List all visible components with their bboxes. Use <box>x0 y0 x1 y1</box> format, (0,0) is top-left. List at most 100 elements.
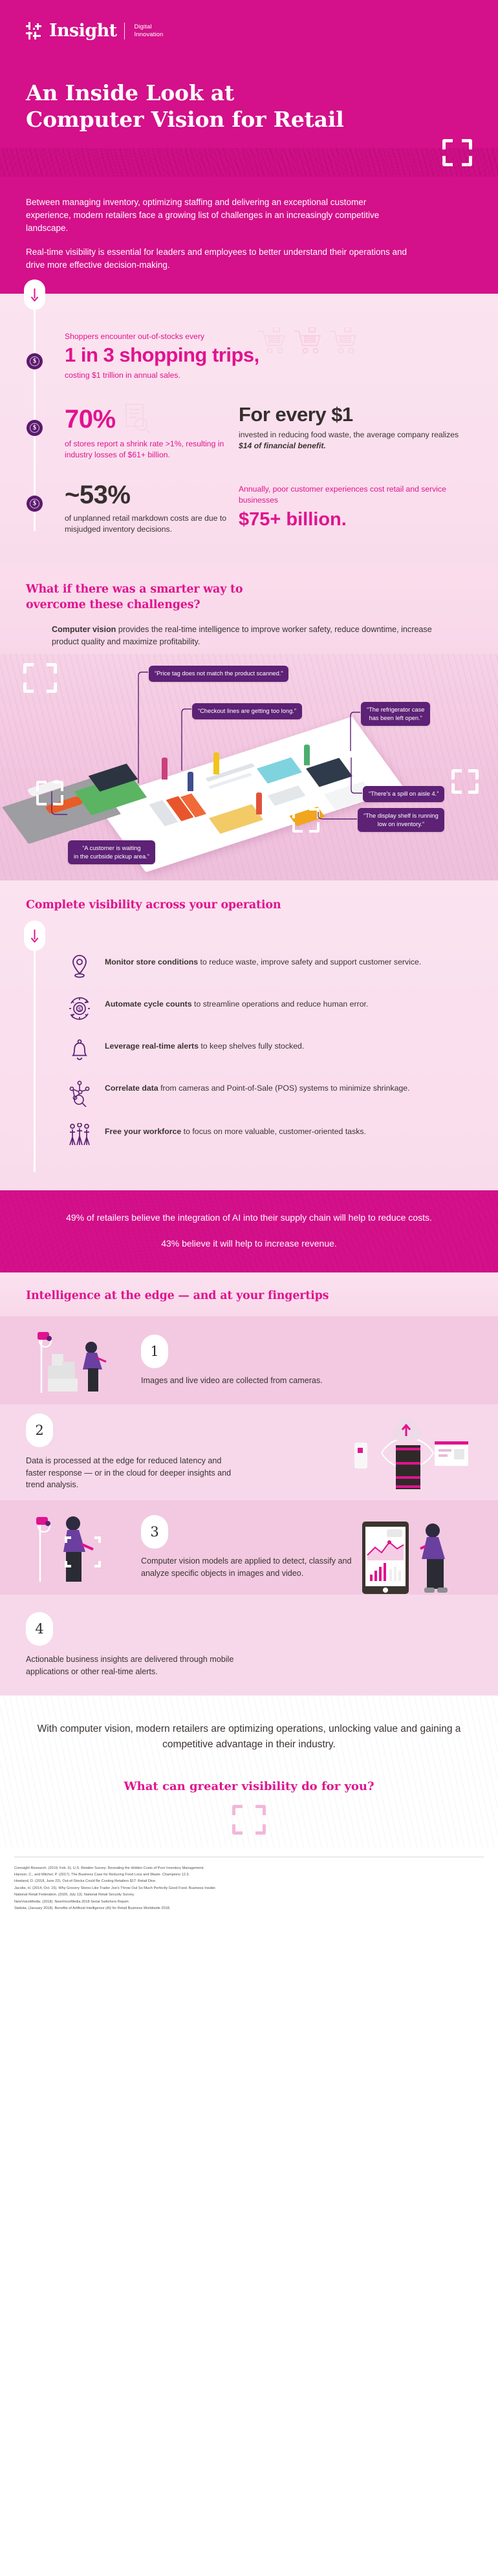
list-item-text: Monitor store conditions to reduce waste… <box>105 957 422 966</box>
list-item-text: Correlate data from cameras and Point-of… <box>105 1084 410 1093</box>
server-cloud-art <box>343 1414 472 1490</box>
visibility-section: Complete visibility across your operatio… <box>0 880 498 1190</box>
store-illustration: “Price tag does not match the product sc… <box>0 654 498 880</box>
page-title: An Inside Look at Computer Vision for Re… <box>26 80 472 133</box>
logo-divider <box>124 22 125 39</box>
step-number: 2 <box>26 1414 53 1447</box>
list-item-text: Leverage real-time alerts to keep shelve… <box>105 1042 305 1051</box>
ai-statistics-band: 49% of retailers believe the integration… <box>0 1190 498 1272</box>
closing-cta: What can greater visibility do for you? <box>124 1779 374 1793</box>
stat-caption: of stores report a shrink rate >1%, resu… <box>65 439 224 459</box>
source-item: Jacobs, H. (2014, Oct. 15). Why Grocery … <box>14 1886 217 1890</box>
shopper <box>162 758 168 780</box>
stat-row: $ 70% of stores report a shrink rate >1%… <box>0 403 498 461</box>
source-item: Howland, D. (2018, June 22). Out-of-Stoc… <box>14 1879 157 1884</box>
bell-icon <box>66 1037 93 1064</box>
stat-value: ~53% <box>65 481 131 509</box>
edge-section-header: Intelligence at the edge — and at your f… <box>0 1272 498 1316</box>
smarter-way-section: What if there was a smarter way to overc… <box>0 565 498 654</box>
infographic-page: Insight Digital Innovation An Inside Loo… <box>0 0 498 1925</box>
shopper <box>188 772 193 791</box>
callout-bubble: “The refrigerator case has been left ope… <box>361 702 431 726</box>
gear-cycle-icon: $ <box>66 995 93 1021</box>
location-pin-icon <box>66 953 93 979</box>
tablet-dashboard-art <box>349 1521 472 1686</box>
source-item: National Retail Federation. (2020, July … <box>14 1893 135 1897</box>
stat-value: 70% <box>65 405 116 433</box>
insight-logo-icon <box>26 22 43 39</box>
sources-footer: Coresight Research. (2019, Feb. 6). U.S.… <box>0 1847 498 1925</box>
edge-step: 4 Actionable business insights are deliv… <box>0 1521 498 1696</box>
stat-value: $75+ billion. <box>239 509 347 530</box>
title-line-2: Computer Vision for Retail <box>26 107 344 132</box>
timeline-dollar-dot-icon: $ <box>27 496 43 512</box>
intro-paragraph-1: Between managing inventory, optimizing s… <box>26 197 380 233</box>
title-line-1: An Inside Look at <box>26 80 234 105</box>
brand-tagline: Digital Innovation <box>134 23 164 38</box>
edge-step: 3 Computer vision models are applied to … <box>0 1500 498 1595</box>
closing-statement: With computer vision, modern retailers a… <box>37 1723 461 1750</box>
list-item: $ Automate cycle counts to streamline op… <box>26 995 472 1021</box>
viewfinder-bracket-icon <box>232 1804 266 1835</box>
down-arrow-icon <box>24 921 45 951</box>
list-item: Leverage real-time alerts to keep shelve… <box>26 1037 472 1064</box>
callout-leader-lines <box>51 671 362 820</box>
stat-caption: invested in reducing food waste, the ave… <box>239 430 459 450</box>
stat-caption: of unplanned retail markdown costs are d… <box>65 514 226 534</box>
stat-kicker: Annually, poor customer experiences cost… <box>239 485 446 505</box>
shopper <box>256 792 262 814</box>
stat-kicker: Shoppers encounter out-of-stocks every <box>65 332 205 341</box>
list-item-text: Automate cycle counts to streamline oper… <box>105 999 369 1009</box>
list-item: Correlate data from cameras and Point-of… <box>26 1079 472 1107</box>
brand-logo: Insight Digital Innovation <box>26 22 472 39</box>
stat-value: 1 in 3 shopping trips, <box>65 344 259 366</box>
step-text: Actionable business insights are deliver… <box>26 1655 234 1676</box>
receipt-magnifier-icon <box>125 404 151 434</box>
edge-step: 2 Data is processed at the edge for redu… <box>0 1404 498 1500</box>
edge-step: 1 Images and live video are collected fr… <box>0 1316 498 1404</box>
callout-bubble: “A customer is waiting in the curbside p… <box>68 840 155 864</box>
intro-paragraph-2: Real-time visibility is essential for le… <box>26 247 407 270</box>
detection-person-art <box>26 1509 123 1586</box>
source-list: Coresight Research. (2019, Feb. 6). U.S.… <box>14 1865 484 1912</box>
brand-name: Insight <box>49 21 117 41</box>
stat-row: $ ~53% of unplanned retail markdown cost… <box>0 480 498 535</box>
step-text: Computer vision models are applied to de… <box>141 1556 352 1578</box>
section-title: Complete visibility across your operatio… <box>26 899 281 911</box>
source-item: Hanson, C., and Mitchel, P. (2017). The … <box>14 1872 190 1877</box>
source-item: Coresight Research. (2019, Feb. 6). U.S.… <box>14 1866 204 1870</box>
hero-intro: Between managing inventory, optimizing s… <box>0 177 498 294</box>
camera-and-person-art <box>26 1326 123 1395</box>
source-item: Statista. (January 2018). Benefits of Ar… <box>14 1906 171 1910</box>
closing-section: With computer vision, modern retailers a… <box>0 1696 498 1848</box>
stat-row: $ <box>0 327 498 381</box>
shopping-cart-icon-group <box>257 327 358 356</box>
shopper <box>304 745 310 765</box>
section-title: What if there was a smarter way to overc… <box>26 583 243 611</box>
timeline-dollar-dot-icon: $ <box>27 420 43 436</box>
callout-bubble: “There’s a spill on aisle 4.” <box>363 786 445 802</box>
step-text: Data is processed at the edge for reduce… <box>26 1456 232 1489</box>
source-item: NewVoiceMedia. (2018). NewVoiceMedia 201… <box>14 1899 130 1904</box>
stat-caption: costing $1 trillion in annual sales. <box>65 371 180 380</box>
hero-pattern-band <box>0 139 498 177</box>
down-arrow-icon <box>24 279 45 310</box>
list-item: Free your workforce to focus on more val… <box>26 1122 472 1149</box>
smarter-body: Computer vision provides the real-time i… <box>52 625 432 646</box>
step-number: 4 <box>26 1612 53 1646</box>
section-title: Intelligence at the edge — and at your f… <box>26 1289 329 1302</box>
stat-value: For every $1 <box>239 403 353 426</box>
visibility-timeline-rail <box>34 937 36 1172</box>
ai-stat-1: 49% of retailers believe the integration… <box>66 1212 432 1223</box>
callout-bubble: “The display shelf is running low on inv… <box>358 808 444 832</box>
svg-text:$: $ <box>78 1007 81 1012</box>
hero-section: Insight Digital Innovation An Inside Loo… <box>0 0 498 148</box>
network-magnifier-icon <box>66 1079 93 1107</box>
callout-bubble: “Checkout lines are getting too long.” <box>192 703 302 719</box>
step-number: 3 <box>141 1515 168 1549</box>
step-text: Images and live video are collected from… <box>141 1375 323 1385</box>
callout-bubble: “Price tag does not match the product sc… <box>149 666 289 682</box>
shopper <box>213 752 219 774</box>
step-number: 1 <box>141 1334 168 1368</box>
people-icon <box>66 1122 93 1149</box>
